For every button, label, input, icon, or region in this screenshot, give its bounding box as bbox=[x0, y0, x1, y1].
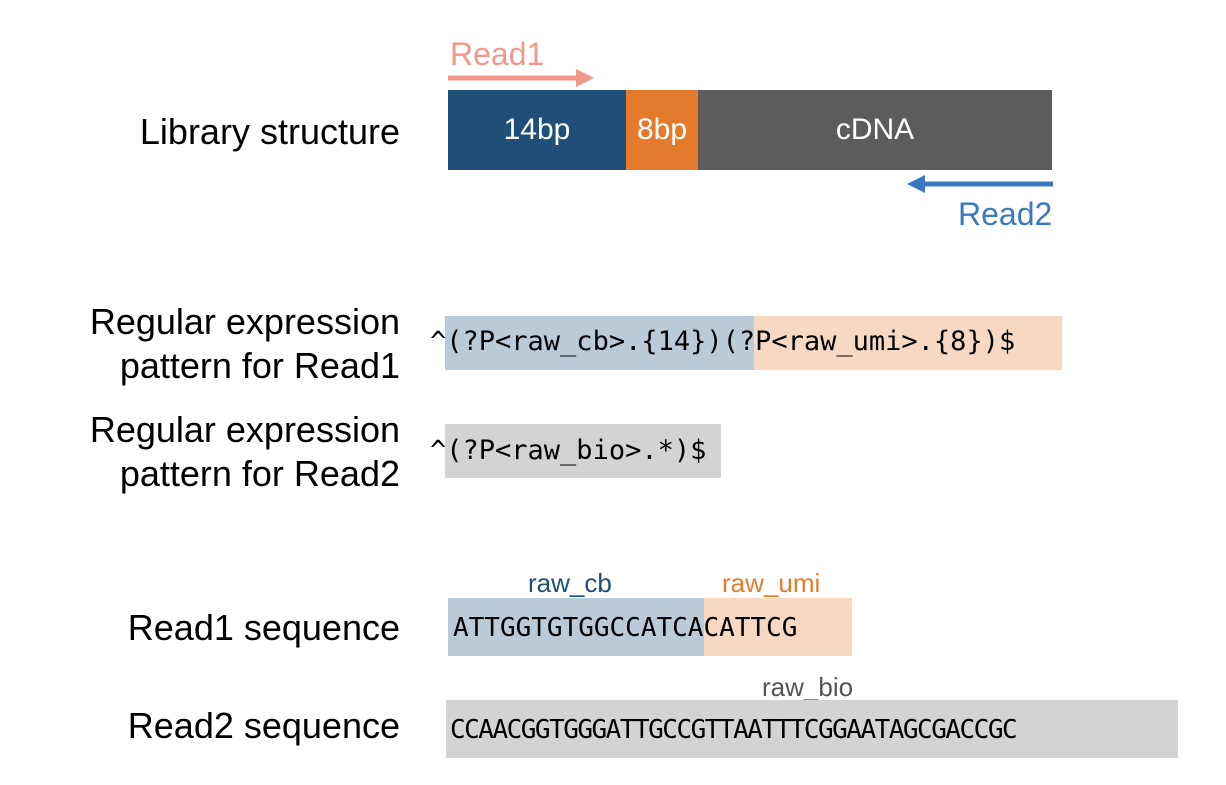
regex-read2-pattern: ^(?P<raw_bio>.*)$ bbox=[430, 431, 706, 471]
regex-read1-label-line2: pattern for Read1 bbox=[119, 345, 400, 386]
regex-read1-cb-part: (?P<raw_cb>.{14}) bbox=[446, 326, 723, 357]
regex-read2-bio-highlight bbox=[445, 424, 721, 478]
regex-read1-umi-part: (?P<raw_umi>.{8}) bbox=[722, 326, 999, 357]
raw-umi-tag: raw_umi bbox=[722, 568, 821, 598]
raw-bio-tag: raw_bio bbox=[762, 672, 854, 702]
library-structure-label: Library structure bbox=[139, 111, 400, 152]
regex-read1-umi-highlight bbox=[754, 316, 1062, 370]
regex-read2-label: Regular expression pattern for Read2 bbox=[20, 408, 400, 496]
read1-label: Read1 bbox=[450, 36, 545, 72]
segment-14bp: 14bp bbox=[448, 90, 626, 170]
regex-read1-label: Regular expression pattern for Read1 bbox=[20, 300, 400, 388]
regex-read1-pre: ^ bbox=[430, 326, 447, 357]
read2-label: Read2 bbox=[958, 196, 1053, 232]
regex-read2-label-line2: pattern for Read2 bbox=[119, 453, 400, 494]
regex-read1-pattern: ^(?P<raw_cb>.{14})(?P<raw_umi>.{8})$ bbox=[430, 322, 1015, 362]
read1-sequence: ATTGGTGTGGCCATCACATTCG bbox=[453, 608, 797, 648]
regex-read2-pre: ^ bbox=[430, 435, 447, 466]
raw-cb-tag: raw_cb bbox=[528, 568, 612, 598]
segment-cdna: cDNA bbox=[698, 90, 1052, 170]
read1-sequence-label: Read1 sequence bbox=[127, 607, 400, 648]
regex-read2-label-line1: Regular expression bbox=[89, 409, 400, 450]
read2-sequence: CCAACGGTGGGATTGCCGTTAATTTCGGAATAGCGACCGC bbox=[450, 715, 1018, 745]
read1-umi-seq: CACATTCG bbox=[672, 613, 798, 643]
read1-cb-highlight bbox=[448, 598, 704, 656]
read1-umi-highlight bbox=[704, 598, 852, 656]
segment-8bp: 8bp bbox=[626, 90, 698, 170]
read2-arrow bbox=[907, 175, 1053, 193]
read2-bio-highlight bbox=[446, 700, 1178, 758]
read1-arrow bbox=[448, 69, 594, 87]
regex-read1-cb-highlight bbox=[445, 316, 754, 370]
read1-cb-seq: ATTGGTGTGGCCAT bbox=[453, 613, 673, 643]
regex-read1-label-line1: Regular expression bbox=[89, 301, 400, 342]
read2-sequence-label: Read2 sequence bbox=[127, 705, 400, 746]
regex-read2-bio-part: (?P<raw_bio>.*) bbox=[446, 435, 691, 466]
regex-read2-post: $ bbox=[690, 435, 707, 466]
regex-read1-post: $ bbox=[998, 326, 1016, 357]
